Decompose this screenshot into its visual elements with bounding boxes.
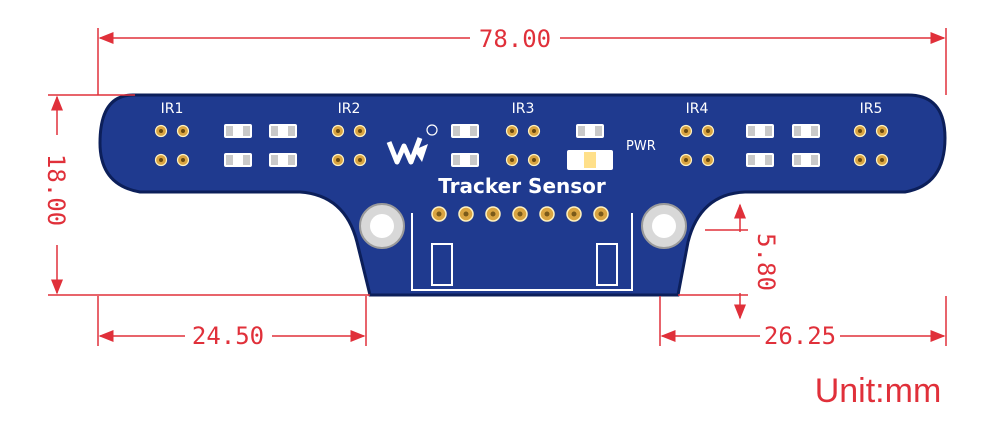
channel-label-ir3: IR3 <box>512 101 535 117</box>
mount-hole-left <box>359 203 405 249</box>
dimension-left-offset: 24.50 <box>192 322 264 350</box>
dimension-notch-depth: 5.80 <box>752 233 780 291</box>
dimension-overall-width: 78.00 <box>479 25 551 53</box>
channel-label-ir5: IR5 <box>860 101 883 117</box>
waveshare-logo-icon <box>386 124 438 165</box>
smd-components <box>224 124 820 170</box>
pcb-board: IR1 IR2 IR3 IR4 IR5 PWR Tracker Sensor <box>98 93 947 297</box>
board-name: Tracker Sensor <box>438 174 606 198</box>
channel-label-ir1: IR1 <box>161 101 184 117</box>
unit-label: Unit:mm <box>815 372 942 410</box>
dimension-annotations: 78.00 18.00 24.50 26.25 5.80 <box>42 25 947 350</box>
power-label: PWR <box>626 139 656 154</box>
connector-outline <box>411 213 633 291</box>
connector-pins <box>431 206 609 222</box>
dimension-right-offset: 26.25 <box>764 322 836 350</box>
dimension-height: 18.00 <box>42 154 70 226</box>
channel-label-ir2: IR2 <box>338 101 361 117</box>
channel-label-ir4: IR4 <box>686 101 709 117</box>
mount-hole-right <box>641 203 687 249</box>
sensor-pads <box>154 124 889 167</box>
